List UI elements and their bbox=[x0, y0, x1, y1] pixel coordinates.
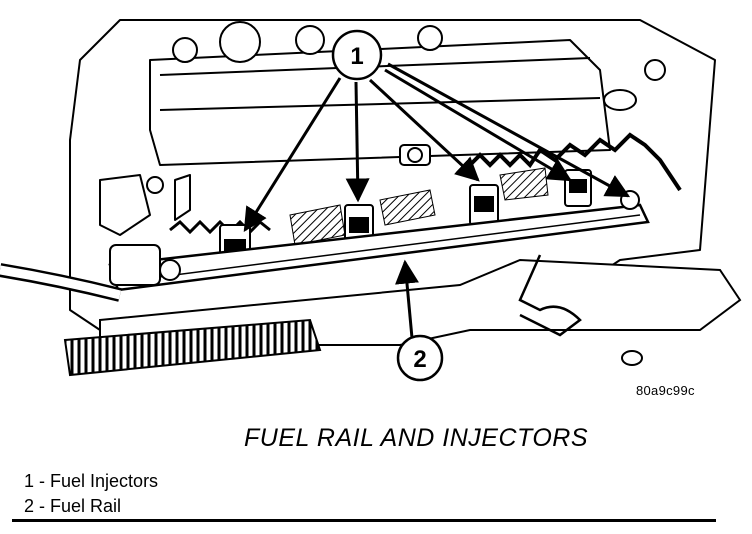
quick-connect bbox=[109, 244, 181, 286]
callout-2-leader bbox=[395, 259, 419, 339]
callout-1-leaders bbox=[243, 62, 631, 233]
figure-caption: FUEL RAIL AND INJECTORS bbox=[244, 424, 588, 452]
intake-ports bbox=[289, 167, 549, 246]
fuel-injector bbox=[469, 184, 499, 226]
legend-label: Fuel Rail bbox=[50, 496, 122, 516]
wiring-harness-right bbox=[468, 132, 682, 192]
legend-separator: - bbox=[34, 471, 51, 491]
legend-label: Fuel Injectors bbox=[50, 471, 159, 491]
legend-number: 2 bbox=[24, 496, 35, 516]
legend-item: 2 - Fuel Rail bbox=[24, 494, 158, 519]
dipstick-tube bbox=[518, 254, 582, 337]
legend-separator: - bbox=[34, 496, 51, 516]
figure-code: 80a9c99c bbox=[636, 383, 695, 398]
fuel-injector bbox=[564, 169, 592, 207]
legend: 1 - Fuel Injectors 2 - Fuel Rail bbox=[24, 469, 158, 519]
callout-1: 1 bbox=[331, 29, 383, 81]
corrugated-hose bbox=[63, 318, 322, 377]
svg-text:1: 1 bbox=[350, 43, 363, 70]
legend-number: 1 bbox=[24, 471, 35, 491]
bottom-rule bbox=[12, 519, 716, 522]
callout-2: 2 bbox=[396, 334, 444, 382]
svg-text:2: 2 bbox=[413, 346, 426, 373]
legend-item: 1 - Fuel Injectors bbox=[24, 469, 158, 494]
